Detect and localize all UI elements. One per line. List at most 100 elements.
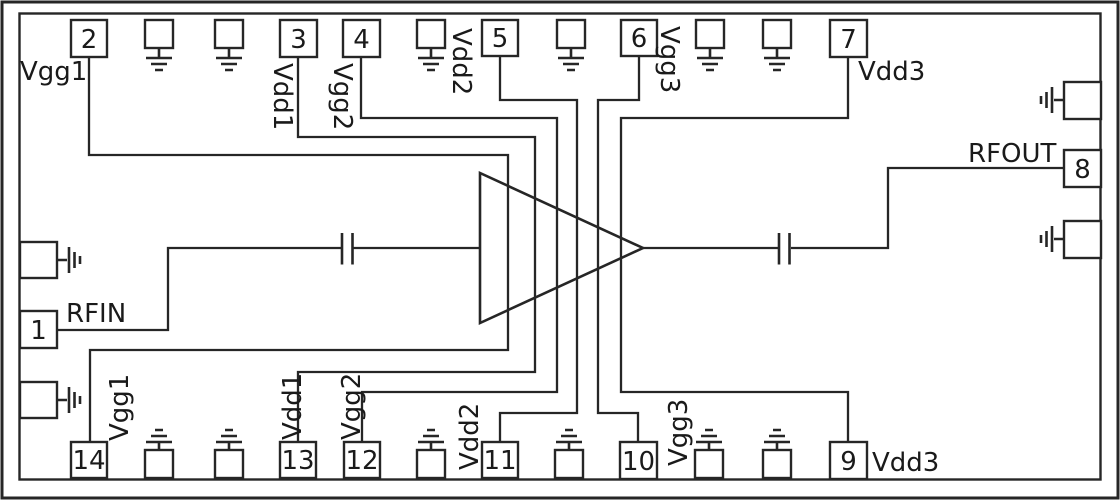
ground-icon — [146, 428, 172, 450]
net-label-rfin: RFIN — [66, 299, 126, 329]
amplifier-symbol — [478, 170, 647, 326]
net-label-vgg1-bottom: Vgg1 — [105, 374, 135, 441]
ground-pad-top-1 — [143, 18, 175, 72]
input-dc-block-capacitor-icon — [340, 233, 354, 265]
pad-9-number: 9 — [840, 447, 857, 477]
pad-5-number: 5 — [492, 24, 509, 54]
ground-pad-bottom-1 — [143, 428, 175, 480]
pad-14-square — [69, 440, 109, 480]
pad-5: 5 — [480, 18, 520, 58]
ground-pad-square — [555, 18, 587, 50]
pad-8-square — [1062, 148, 1103, 189]
ground-icon — [558, 48, 584, 72]
ground-pad-square — [694, 18, 726, 50]
rf-output-trace-2 — [791, 166, 1064, 250]
bypass-pad-right-top — [1039, 80, 1103, 121]
ground-icon — [556, 428, 582, 450]
pad-14: 14 — [69, 440, 109, 480]
pad-13-number: 13 — [281, 446, 314, 476]
pad-4-number: 4 — [353, 25, 370, 55]
bypass-capacitor-icon — [57, 387, 82, 413]
bypass-capacitor-icon — [57, 247, 82, 273]
ground-pad-top-4 — [555, 18, 587, 72]
bypass-pad-square — [1062, 80, 1103, 121]
pad-12-number: 12 — [345, 446, 378, 476]
ground-pad-top-6 — [761, 18, 793, 72]
bypass-capacitor-icon — [1039, 87, 1064, 113]
net-label-vdd3-top: Vdd3 — [858, 57, 925, 87]
net-label-vgg3-bottom: Vgg3 — [664, 399, 694, 466]
pad-7-number: 7 — [840, 25, 857, 55]
net-label-vdd1-bottom: Vdd1 — [278, 373, 308, 440]
pad-2: 2 — [69, 18, 109, 59]
ground-icon — [216, 48, 242, 72]
ground-pad-square — [761, 18, 793, 50]
bypass-pad-square — [18, 240, 59, 280]
ground-pad-square — [553, 448, 585, 480]
pad-13-square — [278, 440, 318, 480]
ground-pad-bottom-6 — [761, 428, 793, 480]
ground-icon — [764, 48, 790, 72]
output-dc-block-capacitor-icon — [777, 233, 791, 265]
pad-8: 8 — [1062, 148, 1103, 189]
ground-icon — [216, 428, 242, 450]
pad-3: 3 — [278, 18, 319, 59]
pad-7-square — [828, 18, 869, 59]
pad-3-square — [278, 18, 319, 59]
ground-pad-square — [761, 448, 793, 480]
pad-5-square — [480, 18, 520, 58]
ground-icon — [146, 48, 172, 72]
pad-7: 7 — [828, 18, 869, 59]
pad-9-square — [828, 440, 869, 481]
vdd1-bias-trace — [296, 57, 537, 442]
ground-pad-square — [693, 448, 725, 480]
ground-pad-square — [143, 18, 175, 50]
bypass-pad-right-bottom — [1039, 219, 1103, 260]
bypass-pad-square — [1062, 219, 1103, 260]
pad-1: 1 — [18, 309, 59, 350]
pad-10-number: 10 — [622, 447, 655, 477]
net-label-vgg2-bottom: Vgg2 — [337, 373, 367, 440]
ground-pad-square — [415, 448, 447, 480]
pad-1-number: 1 — [30, 316, 47, 346]
pad-3-number: 3 — [290, 25, 307, 55]
ground-icon — [764, 428, 790, 450]
ground-pad-top-2 — [213, 18, 245, 72]
pad-11-number: 11 — [483, 446, 516, 476]
ground-pad-square — [213, 18, 245, 50]
pad-12-square — [342, 440, 382, 480]
pad-4: 4 — [341, 18, 382, 59]
ground-pad-bottom-5 — [693, 428, 725, 480]
net-label-vgg3-top: Vgg3 — [654, 26, 684, 93]
pad-2-square — [69, 18, 109, 59]
ground-pad-bottom-4 — [553, 428, 585, 480]
pad-8-number: 8 — [1074, 155, 1091, 185]
pad-11: 11 — [480, 440, 520, 480]
bypass-pad-left-bottom — [18, 380, 82, 420]
pad-13: 13 — [278, 440, 318, 480]
net-label-vdd1-top: Vdd1 — [267, 63, 297, 130]
vgg3-bias-trace — [596, 56, 641, 442]
rf-input-trace — [57, 246, 341, 332]
pad-14-number: 14 — [72, 446, 105, 476]
vgg2-bias-trace — [359, 57, 559, 442]
pad-9: 9 — [828, 440, 869, 481]
net-label-rfout: RFOUT — [968, 139, 1057, 169]
ground-icon — [697, 48, 723, 72]
pad-6-number: 6 — [631, 24, 648, 54]
pad-10: 10 — [618, 440, 659, 481]
ground-pad-square — [143, 448, 175, 480]
bypass-pad-square — [18, 380, 59, 420]
ground-pad-bottom-3 — [415, 428, 447, 480]
vgg1-bias-trace — [87, 57, 510, 442]
net-label-vgg2-top: Vgg2 — [327, 63, 357, 130]
net-label-vdd3-bottom: Vdd3 — [872, 448, 939, 478]
vdd2-bias-trace — [498, 56, 579, 442]
ground-icon — [418, 428, 444, 450]
pad-1-square — [18, 309, 59, 350]
pad-6: 6 — [619, 18, 659, 58]
ground-pad-square — [213, 448, 245, 480]
